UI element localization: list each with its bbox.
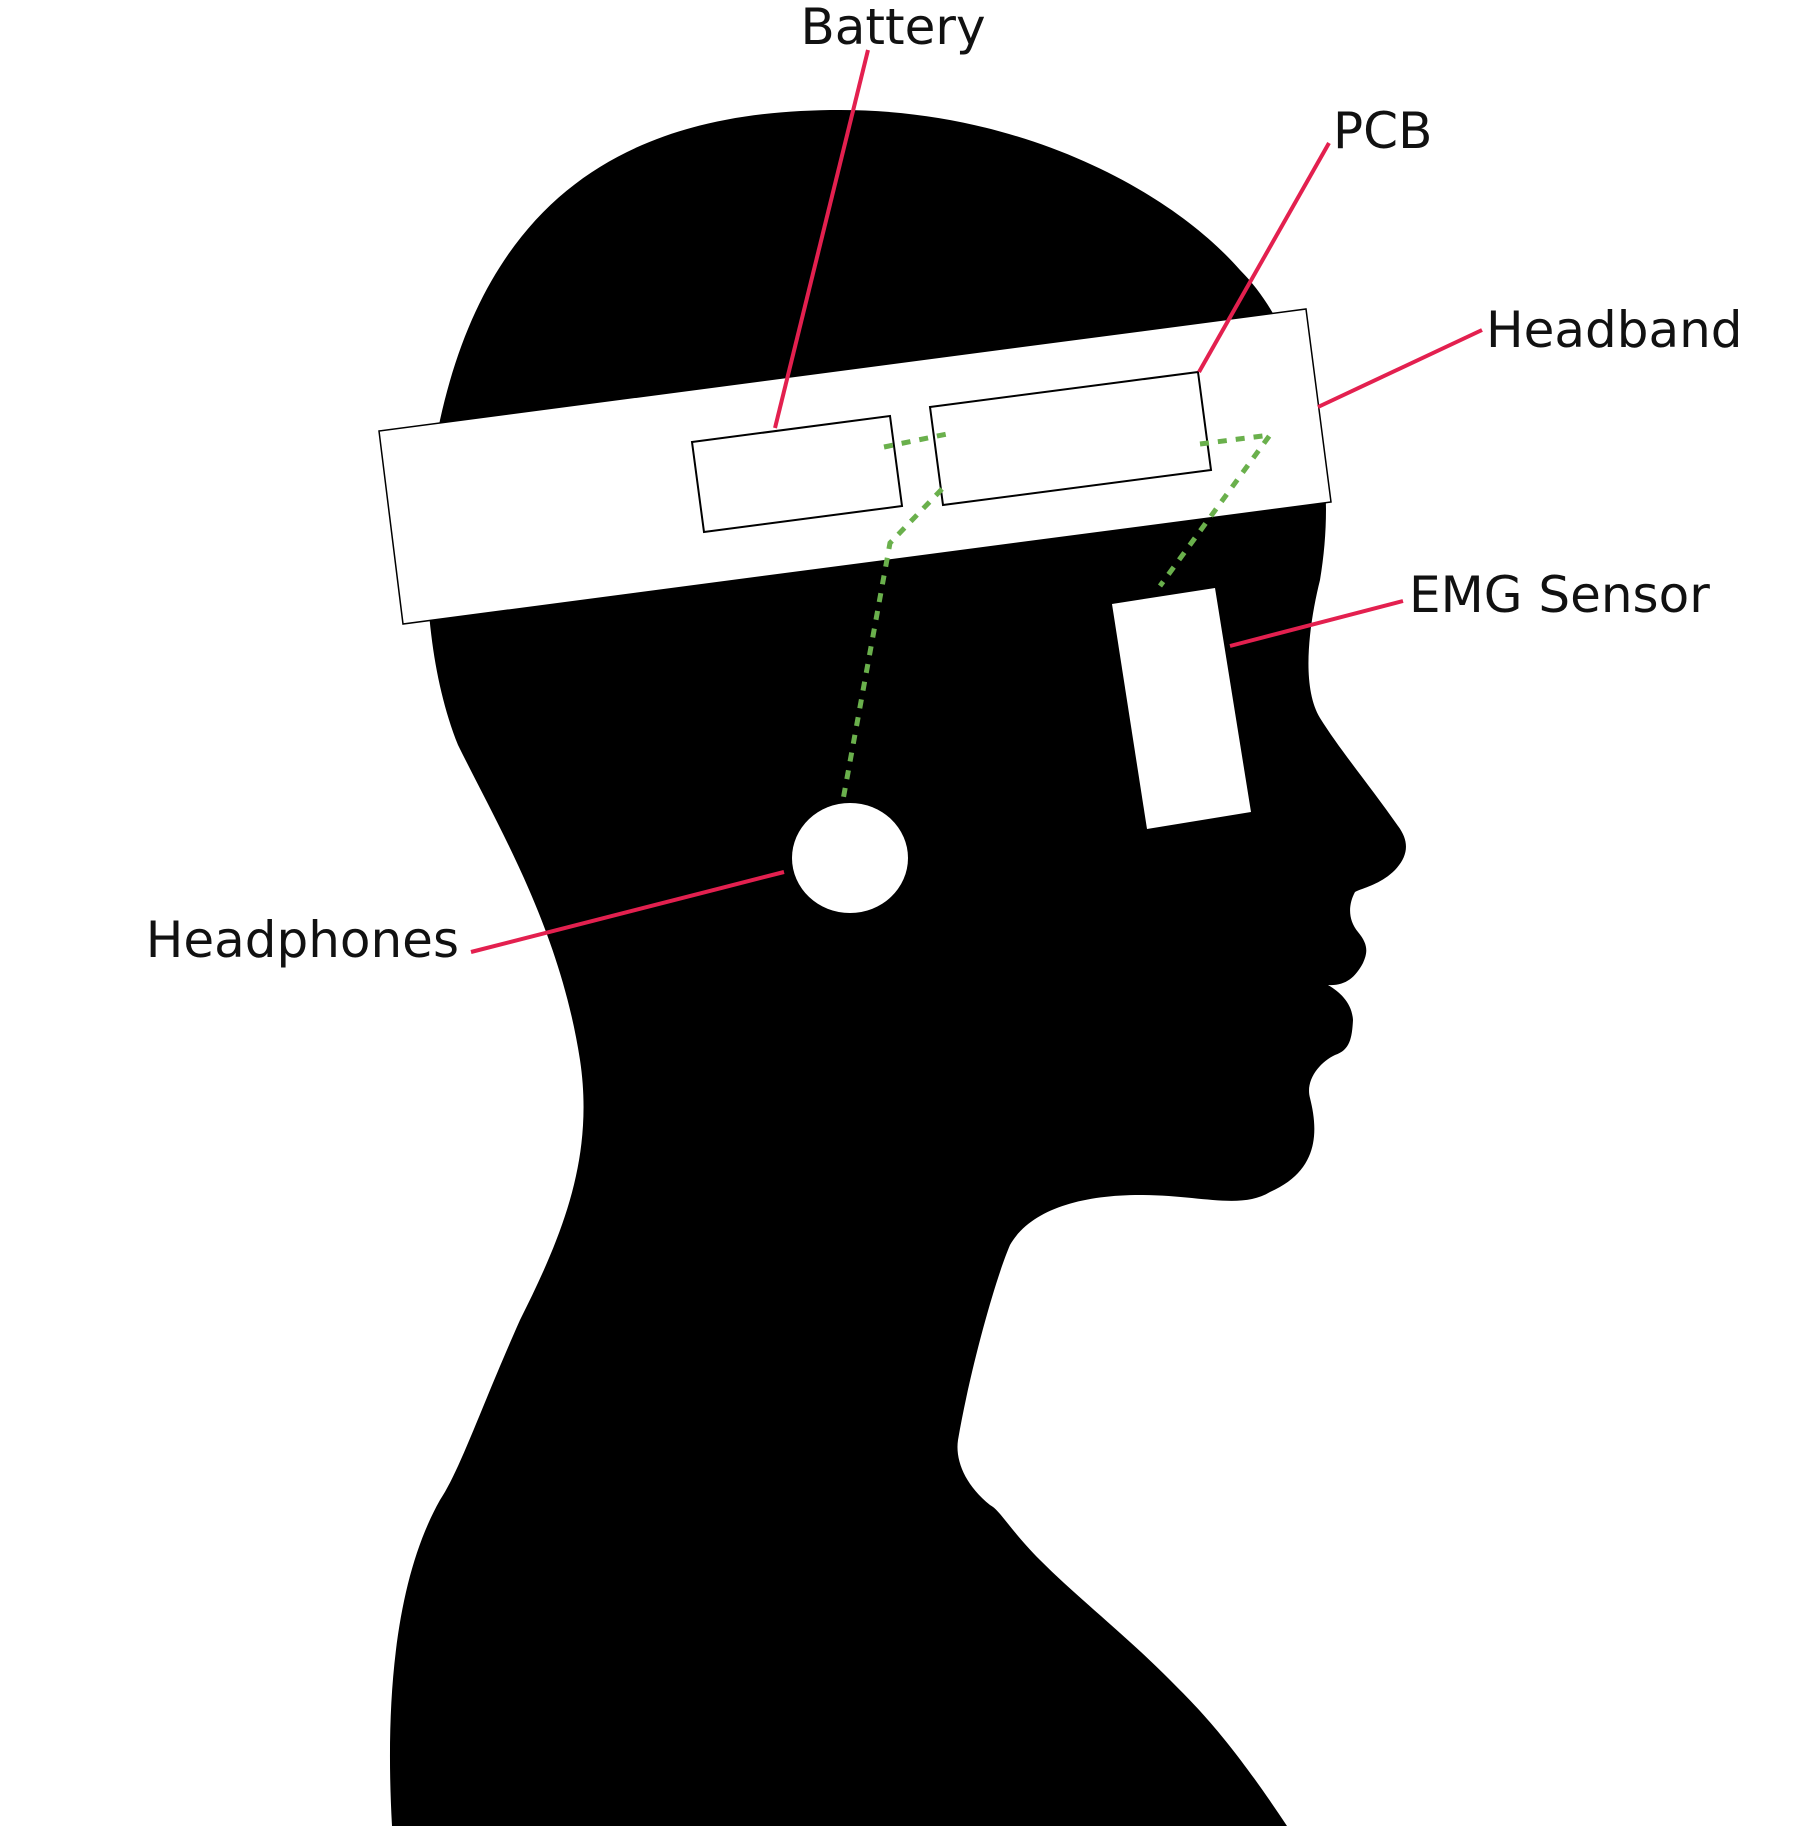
- label-emg-sensor: EMG Sensor: [1409, 566, 1710, 624]
- wire-pcb-sensor: [1157, 431, 1276, 588]
- label-headband: Headband: [1486, 301, 1743, 359]
- pcb: [928, 370, 1213, 507]
- label-headphones: Headphones: [146, 911, 459, 969]
- leader-lines: [470, 49, 1483, 954]
- wire-battery-pcb: [883, 430, 953, 450]
- headphone-earpiece: [792, 803, 908, 913]
- wire-battery-headphone: [840, 487, 944, 801]
- leader-battery: [773, 49, 870, 429]
- leader-pcb: [1197, 142, 1331, 373]
- emg-sensor: [1112, 588, 1251, 829]
- wiring: [840, 430, 1276, 801]
- leader-headphones: [470, 870, 785, 954]
- leader-emg-sensor: [1229, 599, 1404, 648]
- battery: [690, 414, 904, 534]
- leader-headband: [1317, 328, 1483, 409]
- label-battery: Battery: [800, 0, 985, 56]
- label-pcb: PCB: [1333, 102, 1432, 160]
